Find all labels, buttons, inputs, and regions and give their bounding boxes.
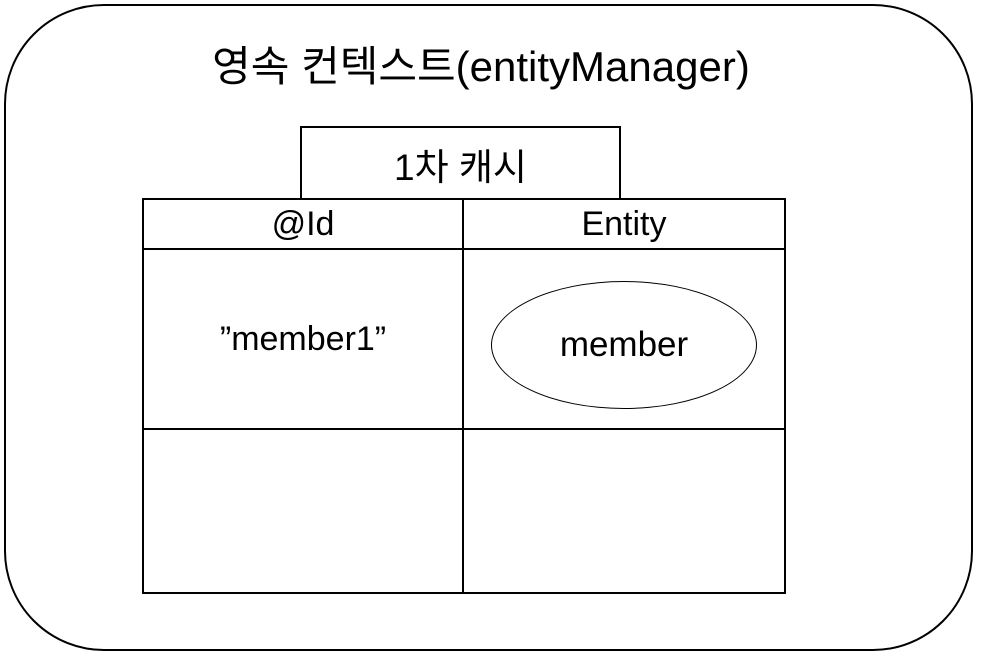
persistence-context-rounded-frame	[4, 4, 973, 651]
first-level-cache-box: 1차 캐시	[300, 126, 621, 200]
first-level-cache-label: 1차 캐시	[394, 147, 527, 188]
diagram-title: 영속 컨텍스트(entityManager)	[212, 43, 750, 90]
table-header-entity: Entity	[464, 200, 784, 250]
member-entity-ellipse: member	[491, 281, 757, 409]
member-entity-label: member	[559, 325, 689, 364]
table-cell-id-row2	[144, 430, 464, 592]
table-cell-entity-row1: member	[464, 250, 784, 430]
table-header-id: @Id	[144, 200, 464, 250]
cache-table: @Id Entity ”member1” member	[142, 198, 786, 594]
table-cell-id-row1: ”member1”	[144, 250, 464, 430]
table-cell-entity-row2	[464, 430, 784, 592]
